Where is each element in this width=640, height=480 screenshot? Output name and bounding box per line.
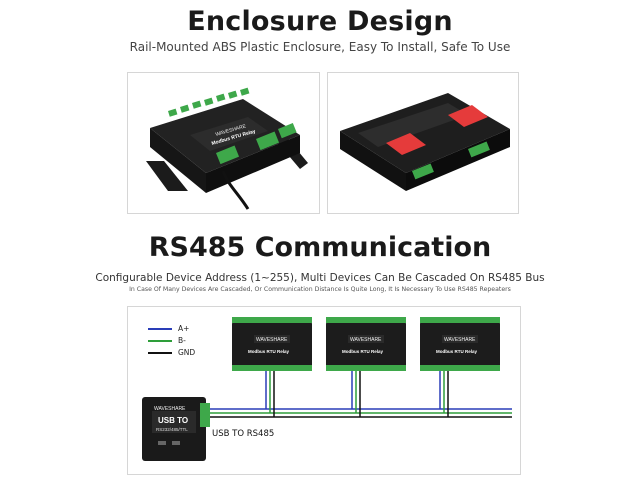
rs485-wiring-diagram: WAVESHARE Modbus RTU Relay WAVESHARE Mod… bbox=[127, 306, 521, 475]
enclosure-front-image: WAVESHARE Modbus RTU Relay bbox=[127, 72, 320, 214]
relay-module-front-illustration: WAVESHARE Modbus RTU Relay bbox=[146, 87, 308, 210]
legend-label-gnd: GND bbox=[178, 348, 196, 357]
converter-label-sub: RS232/485/TTL bbox=[156, 427, 188, 432]
relay-module-1: WAVESHARE Modbus RTU Relay bbox=[232, 317, 312, 371]
relay-module-back-illustration bbox=[340, 93, 510, 191]
enclosure-title: Enclosure Design bbox=[187, 6, 453, 37]
device-1-label: Modbus RTU Relay bbox=[248, 349, 290, 354]
wiring-illustration: WAVESHARE Modbus RTU Relay WAVESHARE Mod… bbox=[142, 317, 512, 461]
relay-module-2: WAVESHARE Modbus RTU Relay bbox=[326, 317, 406, 371]
device-3-brand: WAVESHARE bbox=[444, 337, 476, 343]
device-2-label: Modbus RTU Relay bbox=[342, 349, 384, 354]
rs485-subtitle: Configurable Device Address (1~255), Mul… bbox=[95, 272, 545, 284]
enclosure-subtitle: Rail-Mounted ABS Plastic Enclosure, Easy… bbox=[129, 40, 511, 54]
device-3-label: Modbus RTU Relay bbox=[436, 349, 478, 354]
relay-module-3: WAVESHARE Modbus RTU Relay bbox=[420, 317, 500, 371]
device-1-brand: WAVESHARE bbox=[256, 337, 288, 343]
device-2-brand: WAVESHARE bbox=[350, 337, 382, 343]
usb-to-rs485-caption: USB TO RS485 bbox=[212, 429, 275, 439]
legend-label-b: B- bbox=[178, 336, 186, 345]
rs485-note: In Case Of Many Devices Are Cascaded, Or… bbox=[129, 286, 511, 293]
converter-label-main: USB TO bbox=[158, 416, 188, 425]
converter-brand: WAVESHARE bbox=[154, 406, 186, 412]
enclosure-back-image bbox=[327, 72, 519, 214]
rs485-title: RS485 Communication bbox=[148, 232, 492, 263]
usb-to-rs485-converter: WAVESHARE USB TO RS232/485/TTL bbox=[142, 397, 210, 461]
legend-label-a: A+ bbox=[178, 324, 190, 333]
